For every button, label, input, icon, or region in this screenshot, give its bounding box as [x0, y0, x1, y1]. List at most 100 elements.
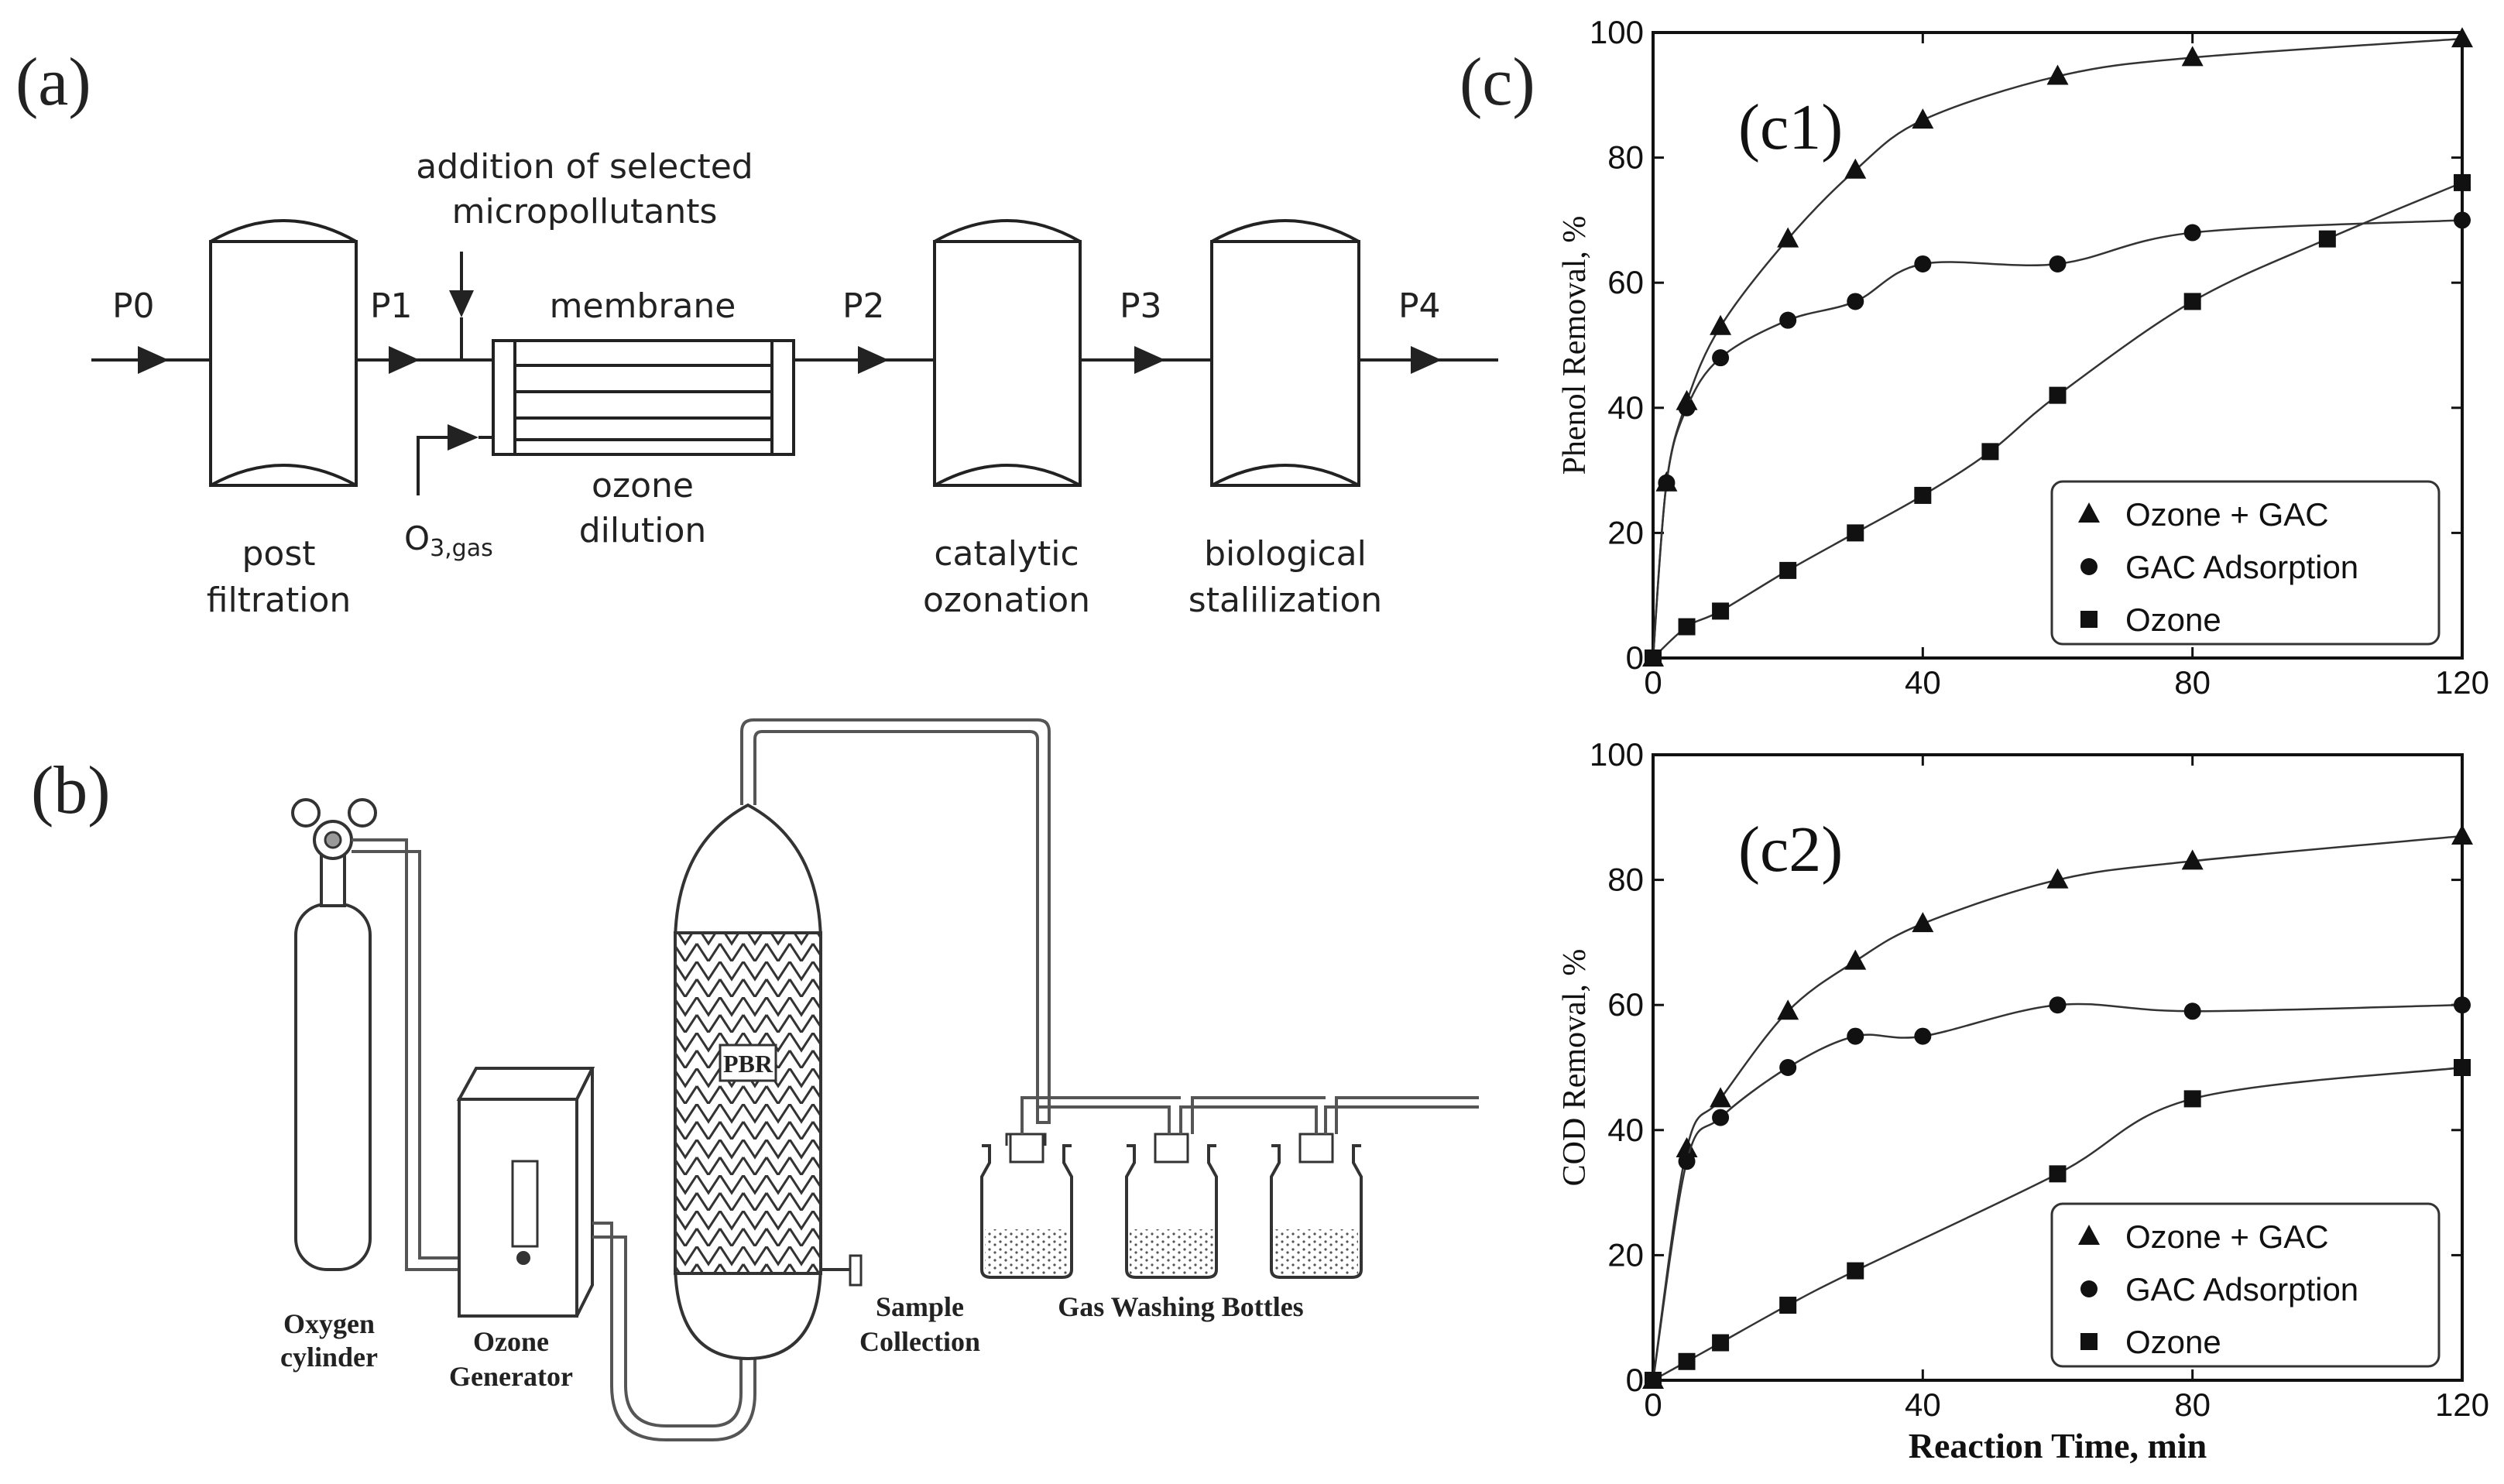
x-tick-label: 80: [2174, 1386, 2211, 1423]
x-tick-label: 80: [2174, 664, 2211, 701]
data-point-square: [2183, 1090, 2201, 1108]
data-point-triangle: [2181, 46, 2204, 67]
y-tick-label: 0: [1626, 1362, 1644, 1398]
oxygen-tube: [352, 850, 461, 1260]
gas-washing-label: Gas Washing Bottles: [1058, 1291, 1303, 1322]
data-point-triangle: [1710, 314, 1732, 335]
legend-entry: Ozone + GAC: [2125, 1218, 2329, 1255]
y-axis-label: Phenol Removal, %: [1557, 216, 1593, 475]
legend-entry: GAC Adsorption: [2125, 1271, 2358, 1307]
pbr-reactor: PBR: [674, 803, 863, 1361]
oxygen-tube: [352, 838, 461, 1271]
flow-arrow-p0: [138, 346, 169, 374]
x-tick-label: 120: [2435, 1386, 2489, 1423]
sample-collection-label: Sample: [876, 1291, 964, 1322]
catalytic-ozonation-label: ozonation: [923, 581, 1090, 620]
series-line: [1652, 1066, 2463, 1382]
data-point-triangle: [1844, 949, 1867, 970]
data-point-square: [1645, 649, 1662, 667]
post-filtration-vessel: [209, 219, 358, 487]
x-tick-label: 40: [1905, 1386, 1941, 1423]
ozone-gas-label: O3,gas: [404, 519, 493, 562]
catalytic-ozonation-vessel: [933, 219, 1082, 487]
addition-arrow-head: [449, 290, 474, 317]
legend-entry: Ozone: [2125, 601, 2221, 638]
y-tick-label: 100: [1590, 14, 1644, 50]
gas-washing-bottle: [1270, 1133, 1363, 1279]
y-tick-label: 40: [1607, 1112, 1644, 1148]
data-point-square: [1645, 1372, 1662, 1389]
generator-display: [511, 1160, 539, 1248]
packed-bed: [674, 931, 822, 1275]
data-point-circle: [1678, 399, 1696, 416]
data-point-square: [1981, 443, 1999, 461]
data-point-triangle: [2046, 868, 2069, 889]
data-point-square: [1712, 1334, 1730, 1352]
membrane-module: [492, 339, 795, 456]
data-point-square: [1847, 1262, 1864, 1280]
oxygen-cylinder-label: cylinder: [280, 1342, 378, 1373]
flow-arrow-p4: [1411, 346, 1442, 374]
bottle-tube: [1324, 1105, 1479, 1134]
bottle-tube: [1191, 1096, 1326, 1134]
data-point-square: [1847, 524, 1864, 542]
data-point-circle: [1914, 1027, 1932, 1045]
ozone-inlet-line: [417, 436, 448, 495]
off-gas-tube: [740, 718, 1051, 1124]
y-tick-label: 80: [1607, 139, 1644, 176]
data-point-circle: [1678, 1153, 1696, 1170]
ozone-inlet-arrow: [448, 424, 479, 451]
legend-box: [2050, 1202, 2441, 1368]
flow-arrow-p3: [1134, 346, 1165, 374]
legend-entry: Ozone: [2125, 1324, 2221, 1360]
ozone-tube: [592, 1236, 743, 1427]
bottle-tube: [1020, 1096, 1181, 1134]
addition-label: addition of selected: [416, 147, 753, 187]
data-point-circle: [2183, 224, 2201, 242]
x-tick-label: 0: [1644, 1386, 1662, 1423]
data-point-triangle: [1912, 108, 1934, 129]
data-point-circle: [2454, 211, 2471, 229]
data-point-triangle: [2181, 849, 2204, 870]
point-label-p0: P0: [112, 286, 155, 326]
data-point-square: [2318, 230, 2336, 248]
plot-frame: [1652, 31, 2464, 660]
data-point-triangle: [1676, 1137, 1698, 1158]
data-point-circle: [2454, 996, 2471, 1014]
point-label-p4: P4: [1398, 286, 1441, 326]
pbr-label: PBR: [723, 1050, 773, 1078]
sample-valve-icon: [849, 1254, 863, 1287]
panel-a-label: (a): [15, 45, 91, 120]
data-point-square: [2454, 1059, 2471, 1076]
legend-marker-triangle: [2078, 1225, 2100, 1245]
sample-collection-label: Collection: [859, 1326, 980, 1357]
y-tick-label: 20: [1607, 1236, 1644, 1273]
legend-marker-circle: [2080, 1280, 2098, 1297]
y-tick-label: 20: [1607, 514, 1644, 550]
biological-stabilization-vessel: [1210, 219, 1360, 487]
data-point-square: [1779, 561, 1797, 579]
data-point-square: [2454, 173, 2471, 191]
pressure-gauge-icon: [348, 798, 377, 828]
data-point-circle: [2183, 1002, 2201, 1020]
data-point-circle: [1914, 255, 1932, 272]
data-point-circle: [2049, 996, 2067, 1014]
point-label-p3: P3: [1120, 286, 1162, 326]
y-axis-label: COD Removal, %: [1557, 949, 1593, 1187]
ozone-generator: [456, 1067, 595, 1318]
legend-marker-square: [2080, 1333, 2098, 1350]
data-point-triangle: [2451, 824, 2473, 845]
ozone-dilution-label: dilution: [579, 511, 707, 550]
oxygen-cylinder-label: Oxygen: [283, 1308, 375, 1339]
addition-label: micropollutants: [452, 192, 718, 231]
legend-entry: GAC Adsorption: [2125, 549, 2358, 585]
point-label-p1: P1: [370, 286, 413, 326]
flow-arrow-p2: [858, 346, 889, 374]
chart-title: (c1): [1738, 91, 1843, 163]
point-label-p2: P2: [842, 286, 885, 326]
data-point-circle: [1847, 1027, 1864, 1045]
data-point-circle: [1658, 474, 1676, 492]
